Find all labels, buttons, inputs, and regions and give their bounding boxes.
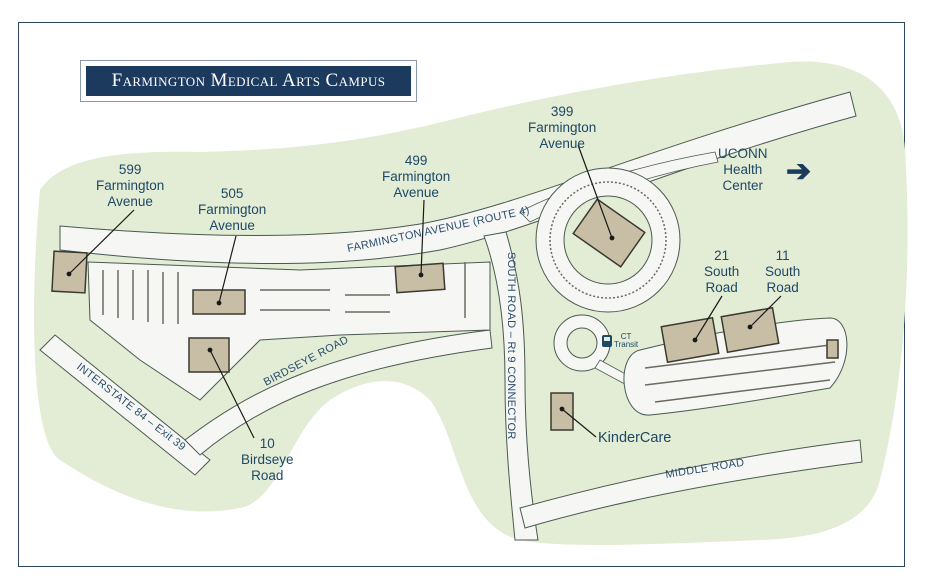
bus-icon — [602, 335, 612, 347]
arrow-right-icon: ➔ — [786, 155, 812, 188]
interstate-84-road — [39, 334, 211, 476]
label-kindercare: KinderCare — [598, 430, 672, 446]
leader-lines — [66, 144, 782, 439]
building-kindercare — [550, 392, 574, 431]
building-499 — [394, 262, 446, 294]
farmington-avenue-road — [59, 91, 857, 265]
building-10 — [188, 337, 230, 373]
page-title: Farmington Medical Arts Campus — [86, 66, 411, 96]
building-21 — [660, 316, 720, 364]
building-399 — [572, 198, 646, 268]
transit-label: CT Transit — [614, 332, 639, 349]
parking-rows-east — [644, 344, 836, 403]
label-south-road: SOUTH ROAD – Rt 9 CONNECTOR — [505, 252, 517, 440]
title-banner: Farmington Medical Arts Campus — [80, 60, 417, 102]
middle-road — [519, 439, 863, 529]
parking-rows-west — [102, 262, 466, 324]
building-11 — [720, 306, 780, 354]
building-annex — [826, 339, 839, 359]
south-road-connector — [483, 231, 539, 541]
ct-transit-stop: CT Transit — [602, 333, 638, 349]
birdseye-road — [184, 329, 493, 456]
